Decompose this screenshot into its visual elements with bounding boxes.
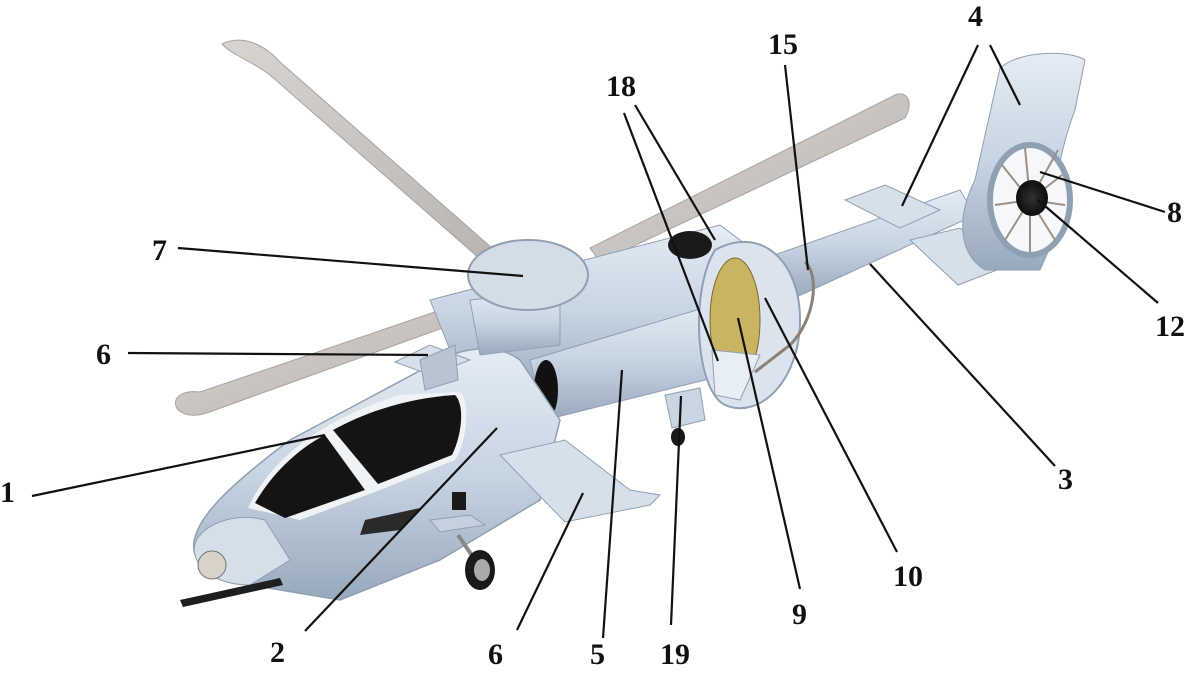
leader-line-12 [1037,199,1159,304]
tail-boom [759,52,1086,301]
leader-line-8 [1039,170,1166,214]
callout-label-9: 9 [792,598,807,631]
leader-line-10 [764,297,898,553]
canopy-rear [333,395,462,484]
canopy-front [255,435,365,518]
rotor-hub-fairing [467,239,589,311]
fuselage [180,239,662,607]
leader-line-5 [601,369,624,639]
leader-line-15 [783,64,810,271]
callout-label-12: 12 [1155,310,1185,343]
leader-line-3 [869,263,1056,467]
leader-line-6b [516,492,584,631]
stub-wing [499,439,662,523]
leader-line-1 [31,433,326,498]
callout-label-19: 19 [660,638,690,671]
propeller-strut [754,260,815,374]
leader-line-6a [127,351,429,357]
callout-label-3: 3 [1058,463,1073,496]
callout-label-8: 8 [1167,196,1182,229]
callout-label-15: 15 [768,28,798,61]
landing-gear [456,387,706,590]
leader-line-18a [634,104,716,241]
leader-line-18b [622,112,720,362]
leader-line-19 [669,395,683,626]
callout-label-10: 10 [893,560,923,593]
leader-line-4b [989,44,1021,106]
callout-label-18: 18 [606,70,636,103]
leader-line-2 [304,427,498,632]
nose-gun [180,578,283,607]
callout-label-6-upper: 6 [96,338,111,371]
leader-line-7 [177,246,524,278]
callout-label-7: 7 [152,234,167,267]
callout-label-1: 1 [0,476,15,509]
leader-line-9 [736,317,802,590]
callout-label-5: 5 [590,638,605,671]
leader-lines [31,44,1166,639]
callout-label-6-lower: 6 [488,638,503,671]
leader-line-4a [901,44,979,207]
callout-label-2: 2 [270,636,285,669]
callout-label-4: 4 [968,0,983,33]
sensor-turret [197,550,227,580]
tail-rotor-hub [1016,180,1048,216]
